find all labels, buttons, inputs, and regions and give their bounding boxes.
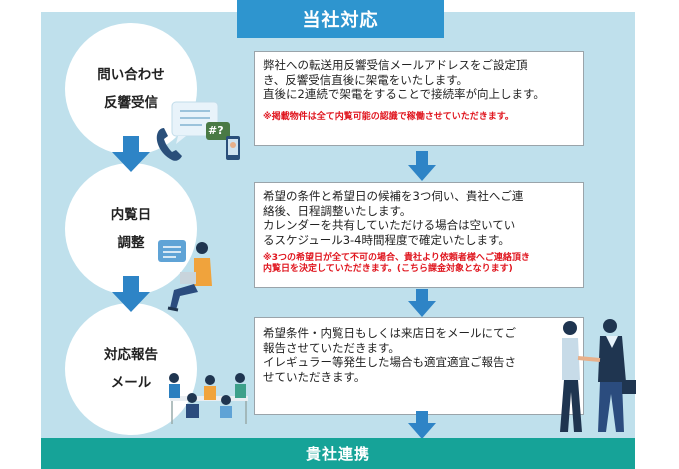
- box-text-line: 直後に2連続で架電をすることで接続率が向上します。: [263, 87, 545, 101]
- description-box-report: 希望条件・内覧日もしくは来店日をメールにてご 報告させていただきます。 イレギュ…: [254, 317, 584, 415]
- down-arrow-icon: [408, 151, 436, 181]
- box-text-line: 報告させていただきます。: [263, 340, 400, 355]
- box-text-line: カレンダーを共有していただける場合は空いてい: [263, 218, 516, 232]
- woman-laptop-illustration: [158, 240, 212, 312]
- red-note-line: ※3つの希望日が全て不可の場合、貴社より依頼者様へご連絡頂き: [263, 253, 530, 263]
- step-label-line1: 対応報告: [104, 347, 158, 363]
- step-label-line2: 反響受信: [104, 95, 158, 111]
- description-box-inquiry: 弊社への転送用反響受信メールアドレスをご設定頂 き、反響受信直後に架電をいたしま…: [254, 51, 584, 146]
- footer-banner: 貴社連携: [41, 438, 635, 469]
- red-note: ※掲載物件は全て内覧可能の認識で稼働させていただきます。: [263, 111, 514, 122]
- footer-title: 貴社連携: [305, 445, 370, 463]
- box-text-line: き、反響受信直後に架電をいたします。: [263, 72, 469, 87]
- down-arrow-icon: [112, 276, 150, 312]
- step-circle-report: 対応報告 メール: [65, 303, 197, 435]
- description-box-viewing: 希望の条件と希望日の候補を3つ伺い、貴社へご連 絡後、日程調整いたします。 カレ…: [254, 182, 584, 288]
- box-text-line: 希望条件・内覧日もしくは来店日をメールにてご: [263, 326, 516, 340]
- box-text-line: せていただきます。: [263, 369, 366, 384]
- phone-chat-illustration: [156, 101, 240, 161]
- handshake-illustration: [560, 319, 636, 432]
- step-circle-viewing: 内覧日 調整: [65, 163, 197, 295]
- down-arrow-icon: [112, 136, 150, 172]
- red-note: ※3つの希望日が全て不可の場合、貴社より依頼者様へご連絡頂き 内覧日を決定してい…: [263, 253, 575, 275]
- box-text-line: 絡後、日程調整いたします。: [263, 203, 412, 218]
- step-label-line1: 問い合わせ: [97, 67, 165, 83]
- box-text-line: 希望の条件と希望日の候補を3つ伺い、貴社へご連: [263, 189, 524, 203]
- box-text-line: るスケジュール3-4時間程度で確定いたします。: [263, 232, 510, 247]
- down-arrow-icon: [408, 289, 436, 317]
- header-title: 当社対応: [302, 10, 379, 31]
- step-label-line2: 調整: [117, 235, 145, 251]
- step-label-line2: メール: [110, 375, 152, 391]
- red-note-line: 内覧日を決定していただきます。(こちら課金対象となります): [263, 264, 513, 274]
- down-arrow-icon: [408, 411, 436, 439]
- box-text-line: イレギュラー等発生した場合も適宜適宜ご報告さ: [263, 355, 516, 369]
- team-meeting-illustration: [169, 373, 248, 424]
- header-banner: 当社対応: [237, 0, 444, 38]
- box-text-line: 弊社への転送用反響受信メールアドレスをご設定頂: [263, 58, 528, 72]
- step-label-line1: 内覧日: [110, 207, 152, 223]
- chat-hashtag-label: #?: [208, 124, 224, 137]
